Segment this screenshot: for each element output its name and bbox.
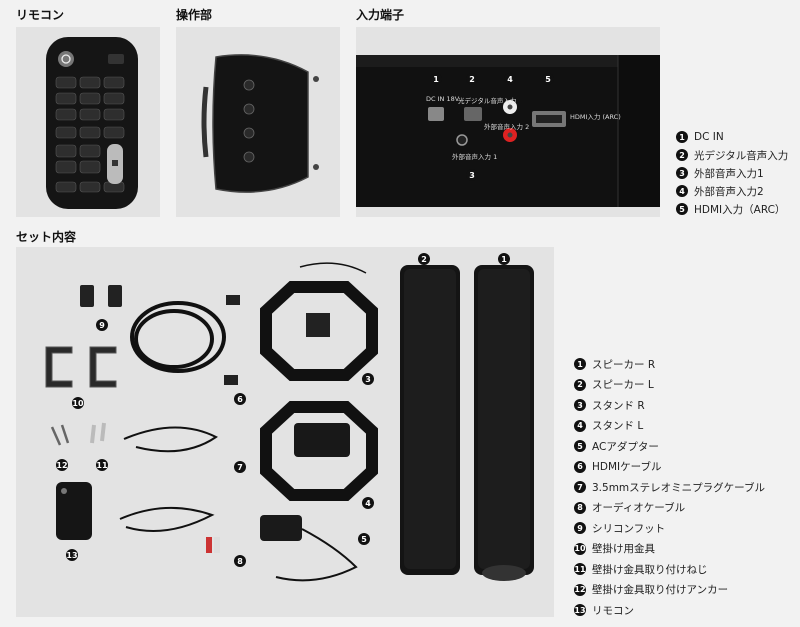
inputs-legend-item: 2 光デジタル音声入力: [676, 146, 788, 164]
callout-input-2: 2: [466, 73, 478, 85]
callout-input-3: 3: [466, 169, 478, 181]
port-label-optical: 光デジタル音声入力: [458, 97, 517, 105]
set-contents-image: [45, 262, 534, 582]
contents-legend-item: 12 壁掛け金具取り付けアンカー: [574, 580, 765, 601]
legend-num: 5: [574, 440, 586, 453]
legend-num: 3: [574, 399, 586, 412]
legend-label: DC IN: [694, 131, 724, 143]
set-contents-panel: 2 1 3 4 5 6 7 8 9 10 11 12 13: [16, 247, 554, 617]
legend-label: HDMI入力（ARC）: [694, 203, 786, 216]
controls-section-title: 操作部: [176, 8, 213, 22]
callout-item-11: 11: [96, 459, 108, 471]
inputs-legend-item: 5 HDMI入力（ARC）: [676, 200, 788, 218]
legend-label: スピーカー L: [592, 379, 654, 392]
legend-num: 3: [676, 167, 688, 179]
control-panel: [176, 27, 340, 217]
port-label-hdmi: HDMI入力 (ARC): [570, 113, 621, 121]
callout-input-5: 5: [542, 73, 554, 85]
contents-legend-item: 8 オーディオケーブル: [574, 498, 765, 519]
legend-label: シリコンフット: [592, 522, 666, 535]
legend-label: 壁掛け金具取り付けねじ: [592, 563, 708, 576]
legend-label: 外部音声入力1: [694, 167, 764, 180]
legend-num: 5: [676, 203, 688, 215]
legend-num: 12: [574, 583, 586, 596]
legend-label: ACアダプター: [592, 440, 659, 453]
contents-legend-item: 9 シリコンフット: [574, 518, 765, 539]
legend-num: 8: [574, 501, 586, 514]
legend-num: 1: [574, 358, 586, 371]
callout-item-5: 5: [358, 533, 370, 545]
contents-legend-item: 2 スピーカー L: [574, 375, 765, 396]
callout-input-1: 1: [430, 73, 442, 85]
contents-legend-item: 1 スピーカー R: [574, 354, 765, 375]
legend-num: 9: [574, 522, 586, 535]
inputs-legend-item: 1 DC IN: [676, 128, 788, 146]
legend-label: 光デジタル音声入力: [694, 149, 789, 162]
legend-num: 7: [574, 481, 586, 494]
legend-num: 2: [676, 149, 688, 161]
callout-item-13: 13: [66, 549, 78, 561]
contents-legend-item: 4 スタンド L: [574, 416, 765, 437]
control-panel-image: [201, 54, 319, 193]
legend-label: HDMIケーブル: [592, 461, 662, 474]
remote-section-title: リモコン: [16, 8, 65, 22]
callout-item-10: 10: [72, 397, 84, 409]
legend-label: オーディオケーブル: [592, 502, 686, 515]
contents-legend-item: 7 3.5mmステレオミニプラグケーブル: [574, 477, 765, 498]
legend-label: 3.5mmステレオミニプラグケーブル: [592, 481, 766, 494]
callout-item-2: 2: [418, 253, 430, 265]
legend-label: 外部音声入力2: [694, 185, 764, 198]
inputs-legend-item: 4 外部音声入力2: [676, 182, 788, 200]
contents-section-title: セット内容: [16, 230, 77, 244]
legend-num: 4: [574, 419, 586, 432]
contents-legend: 1 スピーカー R 2 スピーカー L 3 スタンド R 4 スタンド L 5 ACアダプ…: [574, 354, 765, 621]
legend-num: 1: [676, 131, 688, 143]
contents-legend-item: 5 ACアダプター: [574, 436, 765, 457]
port-label-ext-audio-1: 外部音声入力 1: [452, 153, 498, 161]
input-terminals-panel: DC IN 18V 光デジタル音声入力 外部音声入力 1 外部音声入力 2 HD…: [356, 27, 660, 217]
callout-item-8: 8: [234, 555, 246, 567]
contents-legend-item: 11 壁掛け金具取り付けねじ: [574, 559, 765, 580]
legend-num: 4: [676, 185, 688, 197]
callout-input-4: 4: [504, 73, 516, 85]
remote-image: [46, 37, 138, 209]
callout-item-9: 9: [96, 319, 108, 331]
inputs-legend: 1 DC IN 2 光デジタル音声入力 3 外部音声入力1 4 外部音声入力2 5 HDM…: [676, 128, 788, 218]
callout-item-3: 3: [362, 373, 374, 385]
legend-label: スタンド R: [592, 399, 645, 412]
contents-legend-item: 6 HDMIケーブル: [574, 457, 765, 478]
remote-panel: [16, 27, 160, 217]
port-label-ext-audio-2: 外部音声入力 2: [484, 123, 530, 131]
legend-num: 10: [574, 542, 586, 555]
contents-legend-item: 10 壁掛け用金具: [574, 539, 765, 560]
inputs-section-title: 入力端子: [356, 8, 405, 22]
legend-label: スピーカー R: [592, 358, 656, 371]
port-label-dc-in: DC IN 18V: [426, 95, 460, 103]
legend-label: 壁掛け用金具: [592, 543, 655, 556]
callout-item-1: 1: [498, 253, 510, 265]
callout-item-4: 4: [362, 497, 374, 509]
callout-item-6: 6: [234, 393, 246, 405]
legend-num: 2: [574, 378, 586, 391]
inputs-legend-item: 3 外部音声入力1: [676, 164, 788, 182]
legend-label: スタンド L: [592, 420, 644, 433]
legend-num: 11: [574, 563, 586, 576]
legend-label: 壁掛け金具取り付けアンカー: [592, 584, 729, 597]
legend-num: 13: [574, 604, 586, 617]
contents-legend-item: 13 リモコン: [574, 600, 765, 621]
callout-item-12: 12: [56, 459, 68, 471]
legend-num: 6: [574, 460, 586, 473]
contents-legend-item: 3 スタンド R: [574, 395, 765, 416]
callout-item-7: 7: [234, 461, 246, 473]
legend-label: リモコン: [592, 604, 634, 617]
